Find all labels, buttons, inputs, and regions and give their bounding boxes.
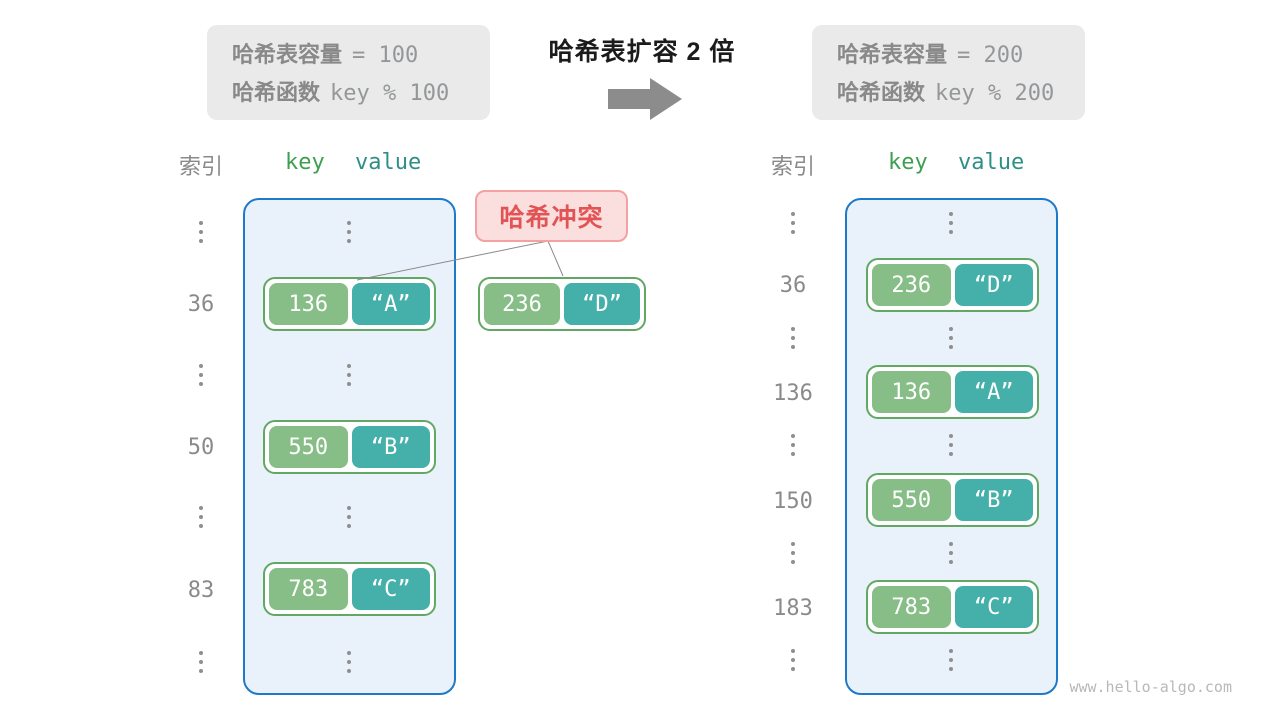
pair-value: “B” bbox=[954, 479, 1033, 521]
vertical-ellipsis-icon bbox=[789, 327, 797, 349]
hash-fn-label: 哈希函数 bbox=[232, 80, 321, 105]
pair-key: 550 bbox=[269, 426, 348, 468]
capacity-label: 哈希表容量 bbox=[232, 42, 343, 67]
hash-fn-value: key % 100 bbox=[330, 81, 450, 106]
kv-pair-collision: 236 “D” bbox=[478, 277, 646, 331]
capacity-caption-right: 哈希表容量 = 200 哈希函数 key % 200 bbox=[812, 25, 1085, 120]
vertical-ellipsis-icon bbox=[345, 651, 353, 673]
vertical-ellipsis-icon bbox=[789, 649, 797, 671]
capacity-caption-left: 哈希表容量 = 100 哈希函数 key % 100 bbox=[207, 25, 490, 120]
vertical-ellipsis-icon bbox=[947, 542, 955, 564]
collision-label: 哈希冲突 bbox=[475, 190, 628, 242]
kv-pair: 136 “A” bbox=[866, 365, 1039, 419]
vertical-ellipsis-icon bbox=[345, 364, 353, 386]
index-label: 36 bbox=[779, 273, 807, 298]
vertical-ellipsis-icon bbox=[345, 221, 353, 243]
pair-value: “A” bbox=[351, 283, 430, 325]
vertical-ellipsis-icon bbox=[789, 542, 797, 564]
column-header-index-left: 索引 bbox=[178, 154, 223, 179]
kv-pair: 550 “B” bbox=[866, 473, 1039, 527]
pair-key: 550 bbox=[872, 479, 951, 521]
kv-pair: 783 “C” bbox=[866, 580, 1039, 634]
column-header-value-left: value bbox=[355, 150, 422, 175]
caption-line-capacity: 哈希表容量 = 100 bbox=[232, 36, 490, 74]
index-label: 36 bbox=[187, 292, 215, 317]
vertical-ellipsis-icon bbox=[197, 506, 205, 528]
hash-fn-value: key % 200 bbox=[935, 81, 1055, 106]
watermark: www.hello-algo.com bbox=[1069, 678, 1232, 696]
pair-value: “D” bbox=[564, 283, 640, 325]
vertical-ellipsis-icon bbox=[789, 434, 797, 456]
kv-pair: 550 “B” bbox=[263, 420, 436, 474]
vertical-ellipsis-icon bbox=[947, 212, 955, 234]
hash-fn-label: 哈希函数 bbox=[837, 80, 926, 105]
capacity-label: 哈希表容量 bbox=[837, 42, 948, 67]
pair-value: “C” bbox=[954, 586, 1033, 628]
index-label: 136 bbox=[773, 381, 813, 406]
pair-value: “C” bbox=[351, 568, 430, 610]
index-label: 50 bbox=[187, 435, 215, 460]
pair-key: 136 bbox=[872, 371, 951, 413]
pair-value: “D” bbox=[954, 264, 1033, 306]
caption-line-hash-fn: 哈希函数 key % 100 bbox=[232, 74, 490, 112]
expansion-title: 哈希表扩容 2 倍 bbox=[548, 38, 736, 66]
index-label: 150 bbox=[773, 489, 813, 514]
pair-value: “A” bbox=[954, 371, 1033, 413]
pair-key: 783 bbox=[872, 586, 951, 628]
right-arrow-icon bbox=[608, 78, 682, 120]
capacity-value: = 100 bbox=[352, 43, 419, 68]
caption-line-capacity: 哈希表容量 = 200 bbox=[837, 36, 1085, 74]
vertical-ellipsis-icon bbox=[789, 212, 797, 234]
vertical-ellipsis-icon bbox=[197, 221, 205, 243]
vertical-ellipsis-icon bbox=[947, 434, 955, 456]
column-header-key-left: key bbox=[285, 150, 325, 175]
pair-value: “B” bbox=[351, 426, 430, 468]
kv-pair: 136 “A” bbox=[263, 277, 436, 331]
index-label: 183 bbox=[773, 596, 813, 621]
vertical-ellipsis-icon bbox=[947, 327, 955, 349]
index-label: 83 bbox=[187, 578, 215, 603]
column-header-key-right: key bbox=[888, 150, 928, 175]
kv-pair: 783 “C” bbox=[263, 562, 436, 616]
caption-line-hash-fn: 哈希函数 key % 200 bbox=[837, 74, 1085, 112]
pair-key: 136 bbox=[269, 283, 348, 325]
vertical-ellipsis-icon bbox=[197, 651, 205, 673]
pair-key: 236 bbox=[484, 283, 560, 325]
kv-pair: 236 “D” bbox=[866, 258, 1039, 312]
capacity-value: = 200 bbox=[957, 43, 1024, 68]
pair-key: 236 bbox=[872, 264, 951, 306]
vertical-ellipsis-icon bbox=[345, 506, 353, 528]
pair-key: 783 bbox=[269, 568, 348, 610]
column-header-value-right: value bbox=[958, 150, 1025, 175]
vertical-ellipsis-icon bbox=[947, 649, 955, 671]
column-header-index-right: 索引 bbox=[770, 154, 815, 179]
vertical-ellipsis-icon bbox=[197, 364, 205, 386]
